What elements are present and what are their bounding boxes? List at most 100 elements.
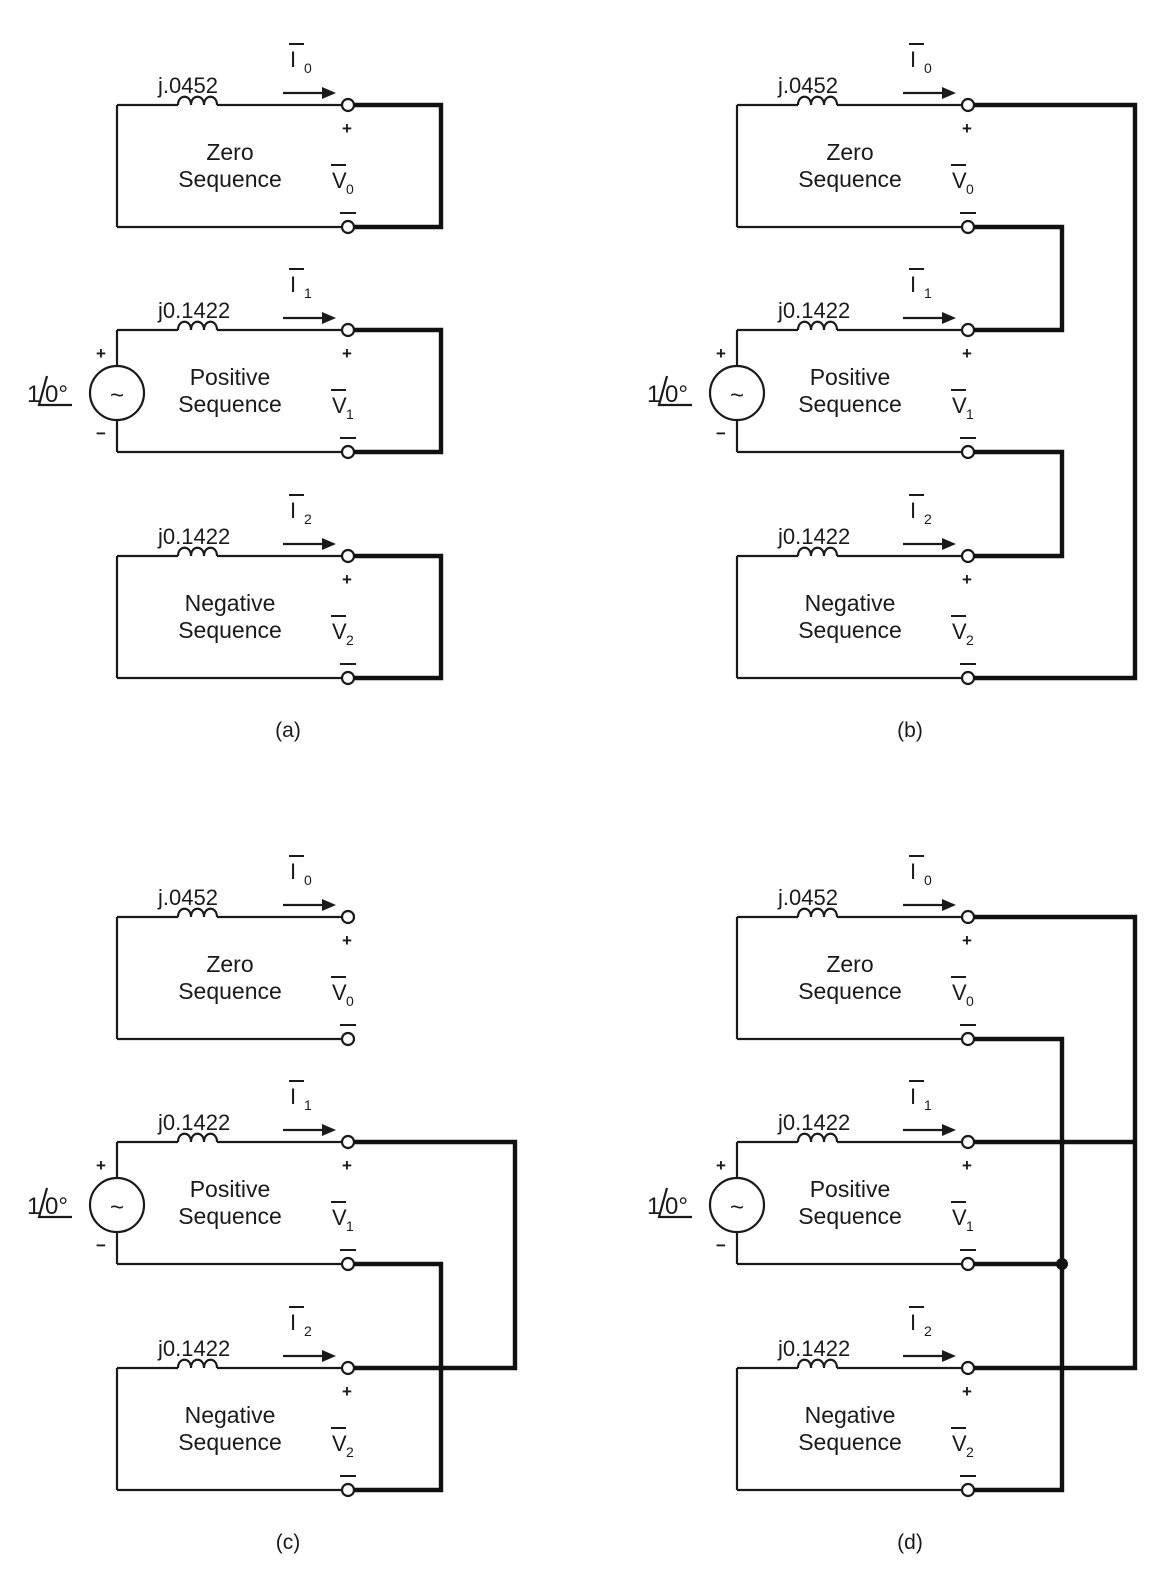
current-arrow-head: [322, 1124, 336, 1136]
sequence-name-line1: Zero: [206, 951, 253, 977]
voltage-label-letter: V: [952, 980, 967, 1005]
voltage-label-letter: V: [952, 1431, 967, 1456]
source-magnitude: 1: [647, 381, 660, 408]
source-plus-sign: +: [716, 344, 726, 363]
sequence-name-line1: Zero: [826, 951, 873, 977]
inductor-coil: [176, 1132, 219, 1143]
terminal-top: [340, 322, 356, 338]
current-label-letter: I: [910, 859, 916, 884]
impedance-label: j0.1422: [157, 298, 230, 323]
terminal-top: [340, 97, 356, 113]
inductor-coil: [176, 907, 219, 918]
parallel-bottom-wire: [354, 1261, 444, 1493]
voltage-label-subscript: 2: [966, 1444, 974, 1460]
current-label-letter: I: [290, 859, 296, 884]
ac-source-glyph: ~: [730, 382, 744, 409]
source-plus-sign: +: [96, 344, 106, 363]
terminal-plus-sign: +: [342, 119, 352, 138]
terminal-bottom: [340, 219, 356, 235]
source-minus-sign: −: [96, 1236, 106, 1255]
voltage-label-letter: V: [332, 619, 347, 644]
current-label-subscript: 2: [924, 511, 932, 527]
source-plus-sign: +: [96, 1156, 106, 1175]
parallel-top-wire: [354, 1139, 518, 1371]
impedance-label: j.0452: [777, 885, 838, 910]
sequence-name-line2: Sequence: [798, 166, 902, 192]
ac-source-icon: [88, 364, 146, 422]
voltage-label-subscript: 2: [966, 632, 974, 648]
sequence-name-line2: Sequence: [798, 617, 902, 643]
junction-dot: [1056, 1258, 1068, 1270]
current-label-letter: I: [910, 47, 916, 72]
source-minus-sign: −: [96, 424, 106, 443]
terminal-bottom: [340, 444, 356, 460]
source-angle: 0°: [45, 1193, 68, 1220]
current-label-letter: I: [910, 1084, 916, 1109]
current-label-letter: I: [290, 47, 296, 72]
source-angle: 0°: [665, 1193, 688, 1220]
terminal-bottom: [340, 1482, 356, 1498]
terminal-plus-sign: +: [342, 344, 352, 363]
voltage-label-subscript: 0: [966, 181, 974, 197]
angle-symbol: [657, 1187, 692, 1219]
sequence-name-line1: Negative: [805, 590, 896, 616]
impedance-label: j0.1422: [157, 1110, 230, 1135]
voltage-label-subscript: 1: [346, 1218, 354, 1234]
current-arrow-head: [942, 899, 956, 911]
sequence-name-line2: Sequence: [798, 1429, 902, 1455]
current-label-subscript: 0: [304, 60, 312, 76]
ac-source-glyph: ~: [110, 382, 124, 409]
terminal-plus-sign: +: [962, 119, 972, 138]
terminal-plus-sign: +: [342, 1382, 352, 1401]
current-label-subscript: 2: [924, 1323, 932, 1339]
sequence-name-line2: Sequence: [798, 978, 902, 1004]
voltage-label-subscript: 1: [346, 406, 354, 422]
terminal-bottom: [960, 444, 976, 460]
terminal-bottom: [340, 1031, 356, 1047]
terminal-top: [960, 1134, 976, 1150]
current-label-subscript: 2: [304, 1323, 312, 1339]
terminal-bottom: [960, 1482, 976, 1498]
terminal-top: [960, 548, 976, 564]
source-plus-sign: +: [716, 1156, 726, 1175]
panel-caption: (d): [897, 1531, 923, 1554]
impedance-label: j.0452: [157, 73, 218, 98]
inductor-coil: [796, 1132, 839, 1143]
voltage-label-letter: V: [952, 1205, 967, 1230]
source-magnitude: 1: [647, 1193, 660, 1220]
sequence-name-line2: Sequence: [178, 1429, 282, 1455]
inductor-coil: [796, 546, 839, 557]
angle-symbol: [37, 375, 72, 407]
voltage-label-subscript: 0: [346, 993, 354, 1009]
current-label-subscript: 1: [304, 285, 312, 301]
voltage-label-letter: V: [332, 980, 347, 1005]
current-arrow-head: [322, 538, 336, 550]
current-arrow-head: [322, 312, 336, 324]
series-link-wire-1: [974, 224, 1065, 333]
sequence-name-line1: Negative: [805, 1402, 896, 1428]
source-minus-sign: −: [716, 1236, 726, 1255]
terminal-bottom: [960, 670, 976, 686]
voltage-label-letter: V: [952, 168, 967, 193]
series-return-wire: [974, 102, 1138, 681]
voltage-label-subscript: 0: [346, 181, 354, 197]
short-circuit-wire: [354, 102, 444, 230]
terminal-bottom: [340, 670, 356, 686]
inductor-coil: [176, 320, 219, 331]
current-arrow-head: [942, 1350, 956, 1362]
current-label-letter: I: [290, 272, 296, 297]
